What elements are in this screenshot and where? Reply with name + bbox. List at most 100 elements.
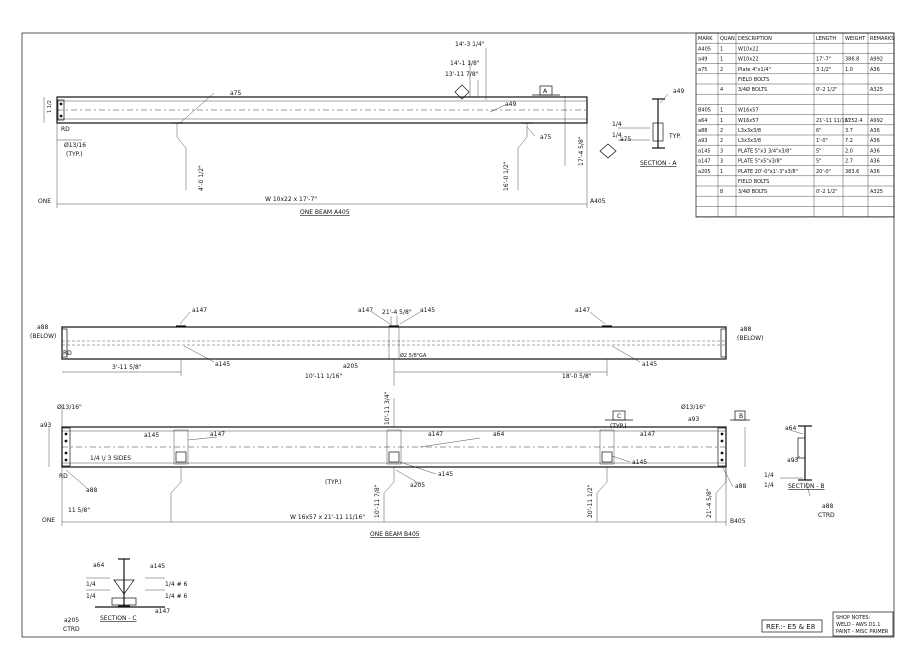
bom-cell: L3x3x3/8 (738, 128, 761, 134)
section-c-mark5: CTRD (63, 626, 80, 633)
section-b-mark2: a93 (787, 457, 798, 464)
shop-notes-box (832, 611, 894, 637)
beam-b-rd: RD (59, 473, 68, 480)
bom-cell: W10x22 (738, 57, 759, 63)
bom-cell: A36 (870, 67, 880, 73)
beam-b-part-a93b: a93 (688, 416, 699, 423)
beam-a-dim-a: 1 1/2 (47, 100, 53, 113)
section-a-typ: TYP. (668, 133, 681, 140)
beam-b405-elevation (48, 398, 750, 526)
shop-notes-line1: WELD - AWS D1.1 (836, 622, 880, 628)
section-c-weld3: 1/4 # 6 (165, 581, 187, 588)
beam-a-part-a75b: a75 (540, 134, 551, 141)
beam-b-part-a147c: a147 (640, 431, 655, 438)
bom-cell: a88 (698, 128, 707, 134)
beam-a-hole: Ø13/16 (64, 142, 86, 149)
section-c-weld4: 1/4 # 6 (165, 593, 187, 600)
plan-b-p6: a145 (642, 361, 657, 368)
beam-a-dim-top1: 14'-3 1/4" (455, 41, 485, 48)
plan-b-p5: a145 (420, 307, 435, 314)
bom-cell: a147 (698, 159, 711, 165)
section-b-mark3: a88 (822, 503, 833, 510)
beam-b-dim-l4: 21'-4 5/8" (706, 488, 713, 518)
beam-b-part-a88: a88 (86, 487, 97, 494)
bom-cell: 0'-2 1/2" (816, 189, 837, 195)
bom-cell: Plate 4"x1/4" (738, 67, 771, 73)
section-c-mark4: a205 (64, 617, 79, 624)
bom-cell: 21'-11 11/16" (816, 118, 850, 124)
bom-cell: 5" (816, 159, 821, 165)
bom-cell: a75 (698, 67, 707, 73)
bom-cell: PLATE 5"x3 3/4"x3/8" (738, 148, 792, 154)
bom-cell: 2 (720, 67, 723, 73)
section-c-title: SECTION - C (100, 615, 137, 622)
section-c-detail (86, 558, 165, 608)
bom-cell: 2.7 (845, 159, 853, 165)
beam-a-typ: (TYP.) (66, 151, 83, 158)
bom-cell: 3/4Ø BOLTS (738, 86, 767, 93)
beam-b-weld-note: 1/4 \/ 3 SIDES (90, 455, 131, 462)
plan-b-p4: a145 (215, 361, 230, 368)
bom-cell: A36 (870, 138, 880, 144)
bom-cell: A325 (870, 87, 883, 93)
beam-a-cut: A (543, 88, 548, 95)
beam-b-member: W 16x57 x 21'-11 11/16" (290, 514, 365, 521)
bom-cell: 383.6 (845, 169, 859, 175)
bom-cell: B405 (698, 108, 711, 114)
bom-cell: 3 1/2" (816, 67, 831, 73)
section-a-detail (599, 93, 669, 159)
beam-b-hole2: Ø13/16" (681, 404, 706, 411)
beam-b-part-a205: a205 (410, 482, 425, 489)
beam-a-dim-left: 4'-0 1/2" (198, 165, 205, 191)
section-b-detail (780, 425, 812, 497)
beam-b-part-a147: a147 (210, 431, 225, 438)
plan-b-p7: a205 (343, 363, 358, 370)
bom-header-cell: REMARKS (870, 36, 894, 42)
bom-cell: A36 (870, 128, 880, 134)
bom-header-cell: LENGTH (816, 36, 836, 42)
beam-a405-elevation (43, 48, 588, 208)
bom-cell: 3.7 (845, 128, 853, 134)
plan-b-p1: a147 (192, 307, 207, 314)
bom-cell: 5" (816, 148, 821, 154)
plan-b-p3: a147 (575, 307, 590, 314)
beam-b-dim-l1: 11 5/8" (68, 507, 90, 514)
section-a-mark: a49 (673, 88, 684, 95)
bom-cell: 1 (720, 108, 723, 114)
section-c-mark2: a145 (150, 563, 165, 570)
bom-cell: 1 (720, 169, 723, 175)
section-a-title: SECTION - A (640, 160, 677, 167)
bom-header-cell: WEIGHT (845, 36, 866, 42)
bom-cell: 1.0 (845, 67, 853, 73)
bom-cell: A36 (870, 159, 880, 165)
bom-cell: PLATE 5"x5"x3/8" (738, 159, 782, 165)
section-b-title: SECTION - B (788, 483, 825, 490)
bom-cell: FIELD BOLTS (738, 77, 769, 83)
bom-cell: a205 (698, 169, 711, 175)
beam-b-typ-c: (TYP.) (610, 423, 627, 430)
sheet-border (21, 32, 895, 638)
section-b-mark4: CTRD (818, 512, 835, 519)
beam-a-dim-end: 17'-4 5/8" (578, 136, 585, 166)
section-b-weld1: 1/4 (764, 472, 774, 479)
bom-cell: a49 (698, 57, 707, 63)
bom-cell: a93 (698, 138, 707, 144)
bom-cell: L3x3x3/8 (738, 138, 761, 144)
shop-notes-title: SHOP NOTES: (836, 615, 871, 621)
bom-cell: 6" (816, 128, 821, 134)
bom-cell: A36 (870, 169, 880, 175)
section-c-weld1: 1/4 (86, 581, 96, 588)
bom-cell: 3/4Ø BOLTS (738, 188, 767, 195)
plan-b-dim1: 3'-11 5/8" (112, 364, 142, 371)
plan-b-right-label: a88 (740, 326, 751, 333)
bom-cell: W16x57 (738, 108, 759, 114)
bom-cell: 2.0 (845, 148, 853, 154)
beam-b-dim-top: 10'-11 3/4" (384, 391, 391, 425)
beam-a-part-a49: a49 (505, 101, 516, 108)
shop-notes-line2: PAINT - MISC PRIMER (836, 629, 889, 635)
bom-cell: 17'-7" (816, 57, 831, 63)
plan-b-rd: RD (63, 350, 72, 357)
section-a-mark2: a75 (620, 136, 631, 143)
ref-text: REF.:- E5 & E8 (766, 623, 815, 631)
